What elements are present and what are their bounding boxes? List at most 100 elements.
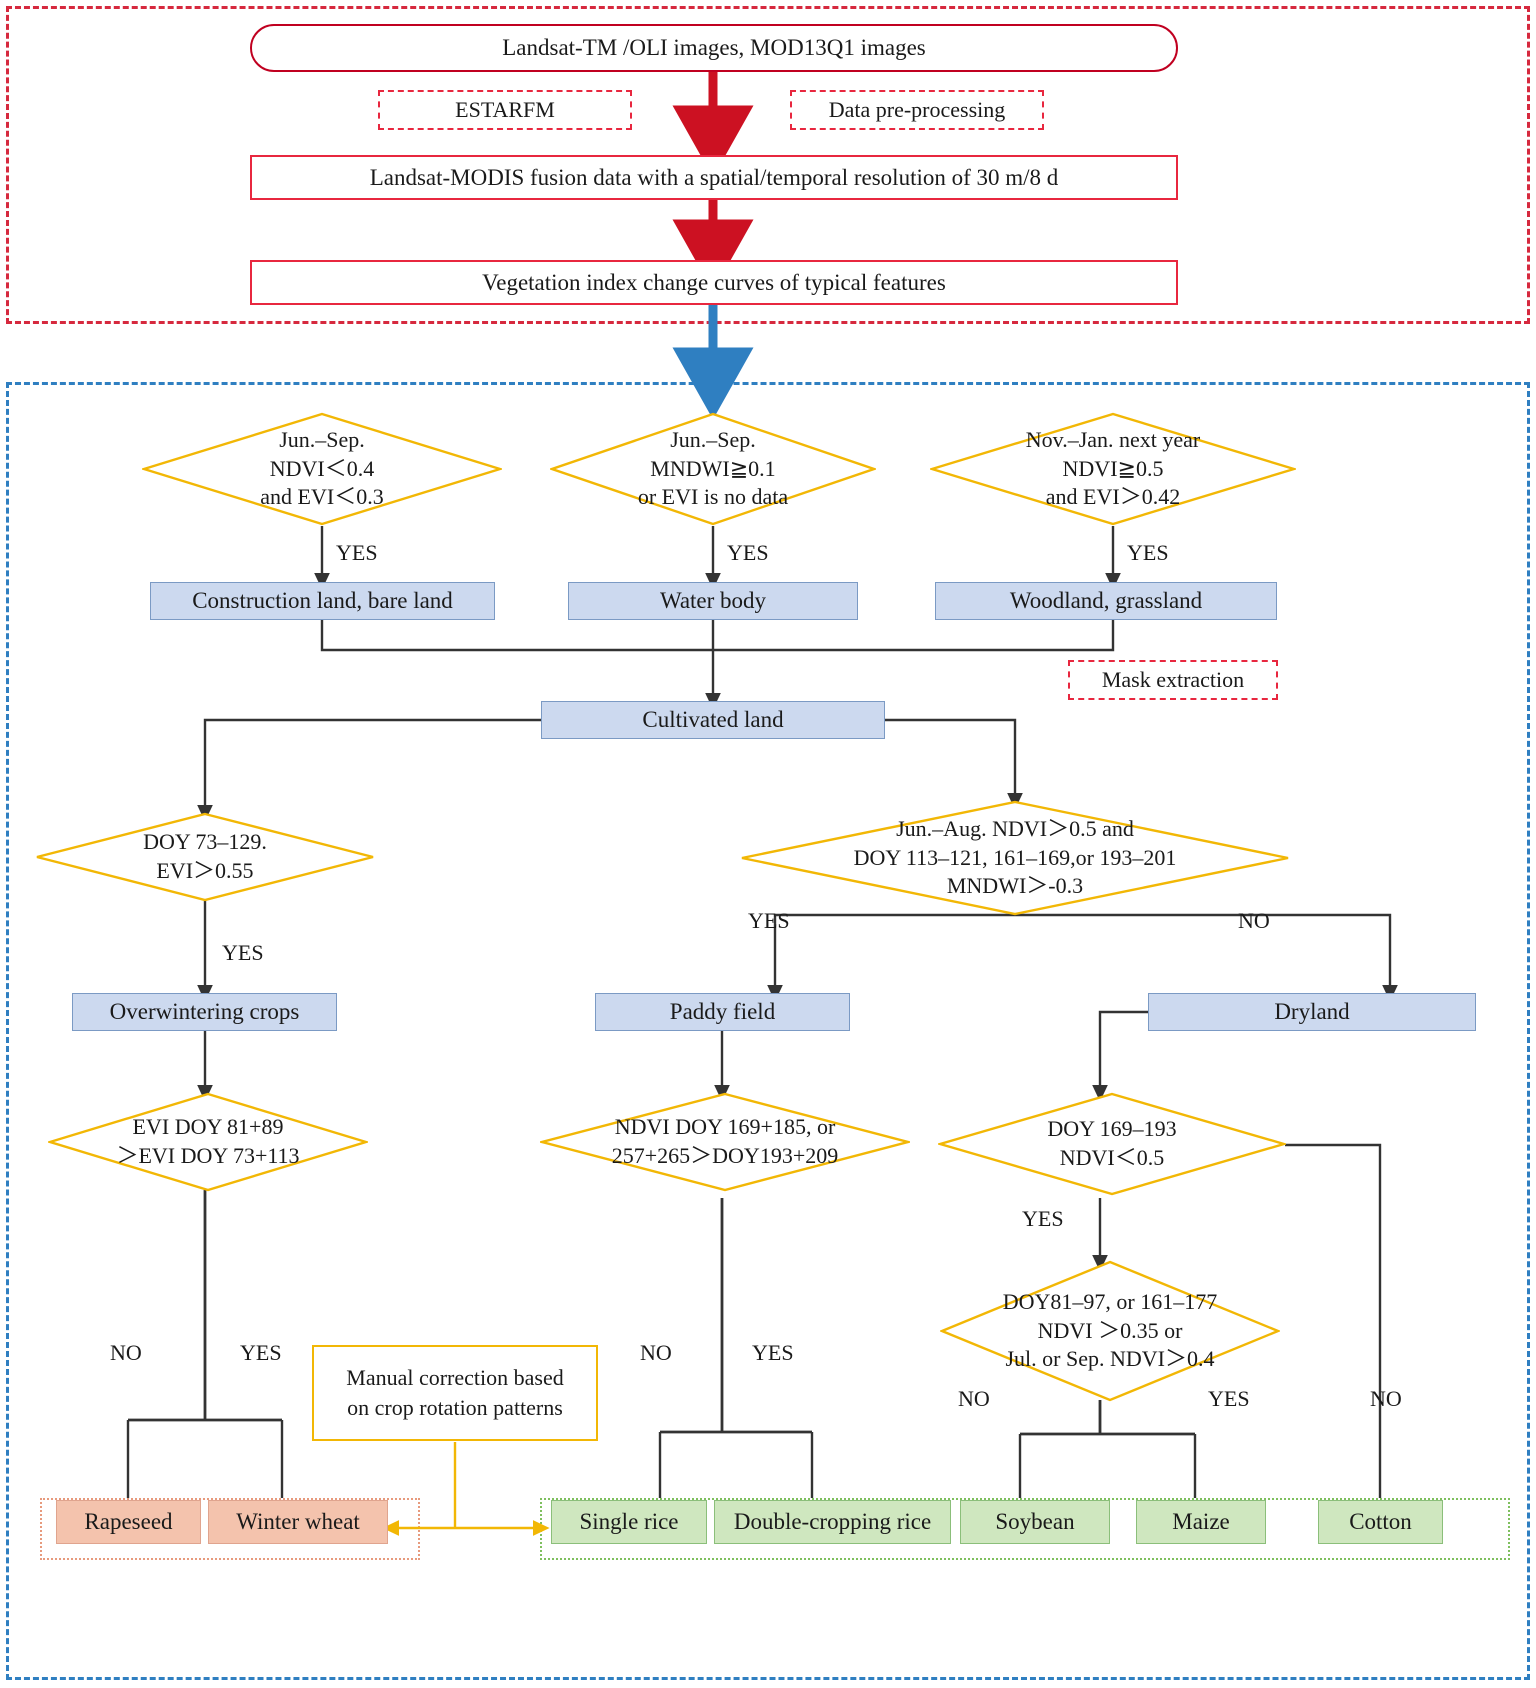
class-dryland: Dryland xyxy=(1148,993,1476,1031)
line-2: NDVI ＞0.35 or xyxy=(1037,1317,1183,1343)
line-1: Jun.–Sep. xyxy=(279,427,365,453)
output-double-rice-label: Double-cropping rice xyxy=(733,1509,932,1535)
line-3: and EVI＜0.3 xyxy=(260,484,384,510)
line-1: DOY 73–129. xyxy=(143,829,267,855)
source-data-label: Landsat-TM /OLI images, MOD13Q1 images xyxy=(502,35,926,61)
output-rapeseed: Rapeseed xyxy=(56,1500,201,1544)
edge-label-no-rice: NO xyxy=(640,1340,672,1365)
class-woodland-grassland: Woodland, grassland xyxy=(935,582,1277,620)
output-cotton-label: Cotton xyxy=(1349,1509,1412,1535)
output-single-rice-label: Single rice xyxy=(579,1509,679,1535)
decision-woodland[interactable]: Nov.–Jan. next year NDVI≧0.5 and EVI＞0.4… xyxy=(930,412,1296,526)
output-rapeseed-label: Rapeseed xyxy=(84,1509,173,1535)
decision-dryland-1[interactable]: DOY 169–193 NDVI＜0.5 xyxy=(938,1092,1286,1196)
estarfm-label: ESTARFM xyxy=(455,97,555,123)
manual-correction-line-2: on crop rotation patterns xyxy=(347,1395,563,1420)
decision-rice-type[interactable]: NDVI DOY 169+185, or 257+265＞DOY193+209 xyxy=(540,1092,910,1192)
line-1: EVI DOY 81+89 xyxy=(132,1114,284,1140)
line-3: or EVI is no data xyxy=(637,484,789,510)
diamond-shape xyxy=(142,412,502,526)
output-cotton: Cotton xyxy=(1318,1500,1443,1544)
decision-overwintering[interactable]: DOY 73–129. EVI＞0.55 xyxy=(35,812,375,902)
line-1: DOY 169–193 xyxy=(1047,1116,1177,1142)
line-2: ＞EVI DOY 73+113 xyxy=(116,1143,300,1168)
line-2: 257+265＞DOY193+209 xyxy=(611,1143,839,1168)
class-water-label: Water body xyxy=(659,588,767,614)
line-1: DOY81–97, or 161–177 xyxy=(1002,1289,1218,1315)
class-cultivated-land: Cultivated land xyxy=(541,701,885,739)
preprocessing-label: Data pre-processing xyxy=(828,97,1006,123)
edge-label-yes-construction: YES xyxy=(336,540,378,565)
class-woodland-label: Woodland, grassland xyxy=(1009,588,1203,614)
decision-rice-type-text: NDVI DOY 169+185, or 257+265＞DOY193+209 xyxy=(540,1092,910,1192)
class-construction-land: Construction land, bare land xyxy=(150,582,495,620)
decision-water-text: Jun.–Sep. MNDWI≧0.1 or EVI is no data xyxy=(550,412,876,526)
line-2: NDVI＜0.5 xyxy=(1059,1145,1165,1170)
line-2: NDVI＜0.4 xyxy=(269,455,375,481)
output-winter-wheat-label: Winter wheat xyxy=(236,1509,360,1535)
edge-label-no-dryland-2: NO xyxy=(958,1386,990,1411)
manual-correction-line-1: Manual correction based xyxy=(346,1365,564,1391)
edge-label-yes-winterwheat: YES xyxy=(240,1340,282,1365)
class-cultivated-label: Cultivated land xyxy=(642,707,784,733)
decision-paddy[interactable]: Jun.–Aug. NDVI＞0.5 and DOY 113–121, 161–… xyxy=(740,800,1290,916)
class-paddy-field: Paddy field xyxy=(595,993,850,1031)
edge-label-yes-paddy: YES xyxy=(748,908,790,933)
line-1: NDVI DOY 169+185, or xyxy=(614,1114,836,1140)
output-double-cropping-rice: Double-cropping rice xyxy=(714,1500,951,1544)
line-1: Jun.–Sep. xyxy=(670,427,756,453)
decision-overwintering-text: DOY 73–129. EVI＞0.55 xyxy=(35,812,375,902)
output-single-rice: Single rice xyxy=(551,1500,707,1544)
output-maize-label: Maize xyxy=(1172,1509,1230,1535)
edge-label-yes-woodland: YES xyxy=(1127,540,1169,565)
decision-rapeseed-wheat-text: EVI DOY 81+89 ＞EVI DOY 73+113 xyxy=(48,1092,368,1192)
estarfm-tag: ESTARFM xyxy=(378,90,632,130)
stage1-region-frame xyxy=(6,6,1530,324)
line-3: and EVI＞0.42 xyxy=(1045,484,1181,510)
class-construction-label: Construction land, bare land xyxy=(192,588,453,614)
decision-dryland-1-text: DOY 169–193 NDVI＜0.5 xyxy=(938,1092,1286,1196)
fusion-data-box: Landsat-MODIS fusion data with a spatial… xyxy=(250,155,1178,200)
class-water-body: Water body xyxy=(568,582,858,620)
edge-label-yes-dryland-2: YES xyxy=(1208,1386,1250,1411)
diamond-shape xyxy=(48,1092,368,1192)
line-2: EVI＞0.55 xyxy=(156,858,254,883)
output-soybean-label: Soybean xyxy=(995,1509,1075,1535)
class-dryland-label: Dryland xyxy=(1274,999,1350,1025)
fusion-data-label: Landsat-MODIS fusion data with a spatial… xyxy=(369,164,1059,190)
decision-construction[interactable]: Jun.–Sep. NDVI＜0.4 and EVI＜0.3 xyxy=(142,412,502,526)
line-1: Nov.–Jan. next year xyxy=(1025,427,1201,453)
class-paddy-label: Paddy field xyxy=(669,999,776,1025)
diamond-shape xyxy=(741,800,1289,916)
decision-woodland-text: Nov.–Jan. next year NDVI≧0.5 and EVI＞0.4… xyxy=(930,412,1296,526)
vi-curves-label: Vegetation index change curves of typica… xyxy=(482,269,946,295)
mask-extraction-tag: Mask extraction xyxy=(1068,660,1278,700)
class-overwintering-crops: Overwintering crops xyxy=(72,993,337,1031)
line-3: Jul. or Sep. NDVI＞0.4 xyxy=(1005,1346,1215,1372)
decision-dryland-2-text: DOY81–97, or 161–177 NDVI ＞0.35 or Jul. … xyxy=(940,1260,1280,1402)
line-2: DOY 113–121, 161–169,or 193–201 xyxy=(853,844,1177,870)
mask-extraction-label: Mask extraction xyxy=(1101,667,1245,693)
decision-construction-text: Jun.–Sep. NDVI＜0.4 and EVI＜0.3 xyxy=(142,412,502,526)
edge-label-yes-water: YES xyxy=(727,540,769,565)
edge-label-yes-rice: YES xyxy=(752,1340,794,1365)
line-2: MNDWI≧0.1 xyxy=(650,455,776,481)
diamond-shape xyxy=(540,1092,910,1192)
decision-rapeseed-wheat[interactable]: EVI DOY 81+89 ＞EVI DOY 73+113 xyxy=(48,1092,368,1192)
decision-dryland-2[interactable]: DOY81–97, or 161–177 NDVI ＞0.35 or Jul. … xyxy=(940,1260,1280,1402)
diamond-shape xyxy=(930,412,1296,526)
edge-label-yes-overwintering: YES xyxy=(222,940,264,965)
output-winter-wheat: Winter wheat xyxy=(208,1500,388,1544)
output-maize: Maize xyxy=(1136,1500,1266,1544)
line-3: MNDWI＞-0.3 xyxy=(946,873,1084,899)
decision-water[interactable]: Jun.–Sep. MNDWI≧0.1 or EVI is no data xyxy=(550,412,876,526)
edge-label-yes-dryland-1: YES xyxy=(1022,1206,1064,1231)
line-1: Jun.–Aug. NDVI＞0.5 and xyxy=(896,816,1134,842)
class-overwintering-label: Overwintering crops xyxy=(109,999,300,1025)
line-2: NDVI≧0.5 xyxy=(1062,455,1164,481)
output-soybean: Soybean xyxy=(960,1500,1110,1544)
source-data-terminator: Landsat-TM /OLI images, MOD13Q1 images xyxy=(250,24,1178,72)
manual-correction-note: Manual correction based on crop rotation… xyxy=(312,1345,598,1441)
diamond-shape xyxy=(938,1092,1286,1196)
